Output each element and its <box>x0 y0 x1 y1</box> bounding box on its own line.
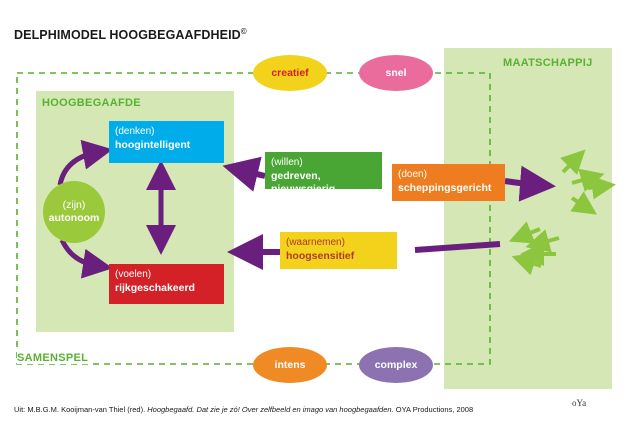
box-doen: (doen)scheppingsgericht <box>392 164 505 201</box>
oval-complex: complex <box>359 347 433 383</box>
box-denken: (denken)hoogintelligent <box>109 121 224 163</box>
arrow-willen-in <box>222 156 266 192</box>
oval-snel: snel <box>359 55 433 91</box>
oya-logo: oYa <box>572 398 587 408</box>
samenspel-label: SAMENSPEL <box>17 352 92 364</box>
oval-creatief: creatief <box>253 55 327 91</box>
oval-intens: intens <box>253 347 327 383</box>
circle-autonoom: (zijn) autonoom <box>43 181 105 243</box>
hoogbegaafde-label: HOOGBEGAAFDE <box>42 97 141 109</box>
arrow-waarnemen <box>245 244 501 252</box>
society-green-arrows <box>508 149 616 276</box>
page-title: DELPHIMODEL HOOGBEGAAFDHEID© <box>14 27 247 43</box>
arrow-autonoom-denken <box>57 139 113 186</box>
maatschappij-label: MAATSCHAPPIJ <box>503 57 593 69</box>
box-voelen: (voelen)rijkgeschakeerd <box>109 264 224 304</box>
box-willen: (willen)gedreven, nieuwsgierig <box>265 152 382 195</box>
source-citation: Uit: M.B.G.M. Kooijman-van Thiel (red). … <box>14 405 474 414</box>
box-waarnemen: (waarnemen)hoogsensitief <box>280 232 397 269</box>
arrow-autonoom-voelen <box>59 238 113 279</box>
arrow-doen-out <box>504 165 556 202</box>
maatschappij-panel <box>444 48 612 389</box>
